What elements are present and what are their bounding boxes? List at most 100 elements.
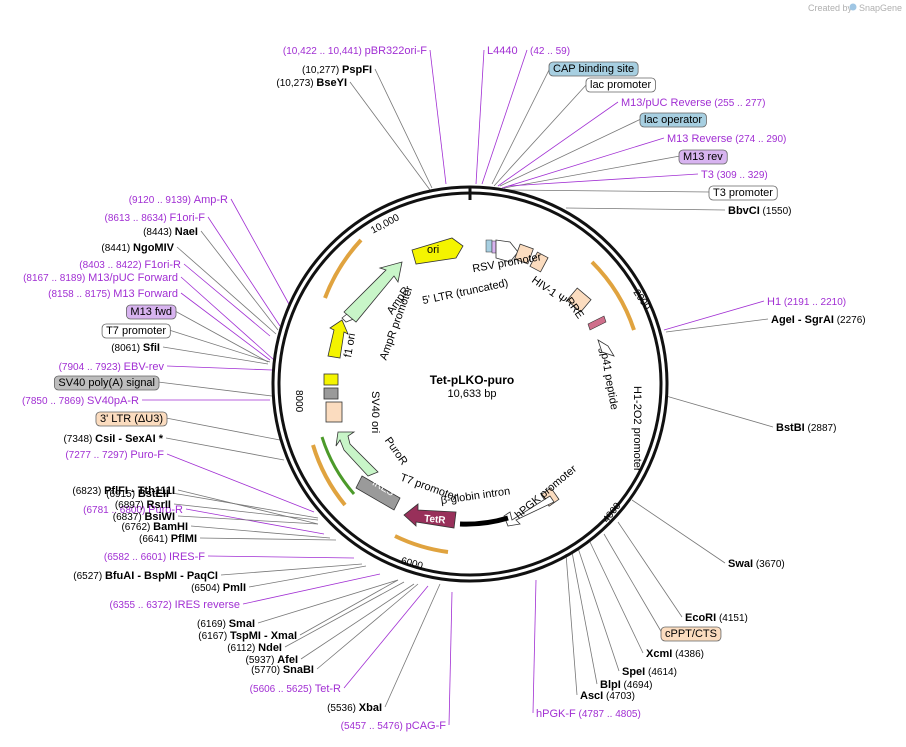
map-label[interactable]: AscI (4703) — [580, 690, 635, 702]
sv40-polya-feature — [323, 387, 339, 400]
feature-arc-3 — [311, 444, 347, 507]
map-label[interactable]: (8158 .. 8175) M13 Forward — [48, 288, 178, 300]
leader-line — [242, 573, 381, 605]
map-label[interactable]: cPPT/CTS — [660, 626, 722, 642]
map-label[interactable]: (8613 .. 8634) F1ori-F — [105, 212, 206, 224]
map-label[interactable]: CAP binding site — [548, 61, 639, 77]
map-label[interactable]: BlpI (4694) — [600, 679, 652, 691]
map-label[interactable]: lac promoter — [585, 77, 656, 93]
feature-box — [678, 149, 728, 165]
map-label[interactable]: (6781 .. 6800) Puro-R — [83, 504, 183, 516]
map-label[interactable]: T3 (309 .. 329) — [701, 169, 768, 181]
map-label[interactable]: (6823) PflFI - Tth111I — [72, 485, 175, 497]
enzyme-label: (6823) PflFI - Tth111I — [72, 485, 175, 497]
map-label[interactable]: (6169) SmaI — [197, 618, 255, 630]
leader-line — [166, 365, 273, 371]
map-label[interactable]: 3' LTR (ΔU3) — [95, 411, 168, 427]
map-label[interactable]: (6837) BsiWI — [113, 511, 175, 523]
enzyme-label: (6527) BfuAI - BspMI - PaqCI — [73, 570, 218, 582]
enzyme-label: (7348) CsiI - SexAI * — [63, 433, 163, 445]
primer-label: (8403 .. 8422) F1ori-R — [79, 259, 181, 271]
enzyme-label: (6169) SmaI — [197, 618, 255, 630]
beta-globin-feature — [459, 515, 509, 527]
map-label[interactable]: (6762) BamHI — [121, 521, 188, 533]
map-label[interactable]: M13 rev — [678, 149, 728, 165]
map-label[interactable]: M13 Reverse (274 .. 290) — [667, 133, 786, 145]
tick-2000: 2000 — [631, 288, 653, 313]
map-label[interactable]: (42 .. 59) — [530, 46, 570, 57]
map-label[interactable]: (5937) AfeI — [246, 654, 298, 666]
ampr-feature — [343, 261, 403, 323]
label-leaders — [142, 49, 774, 726]
map-label[interactable]: XcmI (4386) — [646, 648, 704, 660]
map-label[interactable]: (10,273) BseYI — [276, 77, 347, 89]
map-label[interactable]: lac operator — [639, 112, 707, 128]
map-label[interactable]: H1 (2191 .. 2210) — [767, 296, 846, 308]
leader-line — [180, 276, 275, 361]
map-label[interactable]: L4440 — [487, 45, 518, 57]
leader-line — [507, 189, 711, 193]
leader-line — [448, 591, 453, 726]
brand-logo: SnapGene — [859, 3, 902, 13]
enzyme-label: EcoRI (4151) — [685, 612, 748, 624]
map-label[interactable]: (6355 .. 6372) IRES reverse — [110, 599, 240, 611]
h1-promoter-feature — [597, 339, 615, 357]
feature-box-label: SV40 poly(A) signal — [58, 377, 155, 389]
map-label[interactable]: T7 promoter — [101, 323, 171, 339]
map-label[interactable]: (6641) PflMI — [139, 533, 197, 545]
leader-line — [284, 581, 405, 648]
map-label[interactable]: (7904 .. 7923) EBV-rev — [59, 361, 165, 373]
feature-box-label: CAP binding site — [553, 63, 634, 75]
map-label[interactable]: T3 promoter — [708, 185, 778, 201]
map-label[interactable]: (10,277) PspFI — [302, 64, 372, 76]
leader-line — [631, 499, 726, 564]
leader-line — [177, 515, 319, 525]
map-label[interactable]: (6527) BfuAI - BspMI - PaqCI — [73, 570, 218, 582]
leader-line — [501, 137, 665, 189]
leader-line — [300, 583, 415, 660]
map-label[interactable]: (8167 .. 8189) M13/pUC Forward — [23, 272, 178, 284]
leader-line — [199, 537, 337, 541]
map-label[interactable]: (8443) NaeI — [143, 226, 198, 238]
map-label[interactable]: SV40 poly(A) signal — [53, 375, 160, 391]
map-label[interactable]: (9120 .. 9139) Amp-R — [129, 194, 228, 206]
leader-line — [174, 310, 269, 363]
map-label[interactable]: (8441) NgoMIV — [101, 242, 174, 254]
map-label[interactable]: M13/pUC Reverse (255 .. 277) — [621, 97, 765, 109]
ltr5-feature — [514, 243, 534, 265]
map-label[interactable]: (6504) PmlI — [191, 582, 246, 594]
map-label[interactable]: (7850 .. 7869) SV40pA-R — [22, 395, 139, 407]
map-label[interactable]: (6112) NdeI — [227, 642, 282, 654]
map-label[interactable]: SwaI (3670) — [728, 558, 785, 570]
leader-line — [316, 583, 419, 670]
map-label[interactable]: (6582 .. 6601) IRES-F — [104, 551, 205, 563]
map-label[interactable]: M13 fwd — [126, 304, 177, 320]
puror-feature — [335, 431, 379, 477]
leader-line — [532, 579, 537, 714]
map-label[interactable]: (8403 .. 8422) F1ori-R — [79, 259, 181, 271]
leader-line — [475, 49, 485, 185]
map-label[interactable]: SpeI (4614) — [622, 666, 677, 678]
primer-label: (6582 .. 6601) IRES-F — [104, 551, 205, 563]
map-label[interactable]: (6915) BstEII — [106, 488, 169, 500]
map-label[interactable]: hPGK-F (4787 .. 4805) — [536, 708, 641, 720]
enzyme-label: (6641) PflMI — [139, 533, 197, 545]
map-label[interactable]: (6167) TspMI - XmaI — [198, 630, 297, 642]
map-label[interactable]: BbvCI (1550) — [728, 205, 791, 217]
map-label[interactable]: (7348) CsiI - SexAI * — [63, 433, 163, 445]
map-label[interactable]: (7277 .. 7297) Puro-F — [65, 449, 164, 461]
map-label[interactable]: (5606 .. 5625) Tet-R — [250, 683, 341, 695]
ori-label: ori — [427, 244, 439, 256]
map-label[interactable]: AgeI - SgrAI (2276) — [771, 314, 866, 326]
map-label[interactable]: (5536) XbaI — [327, 702, 382, 714]
leader-line — [349, 81, 431, 191]
map-label[interactable]: (8061) SfiI — [111, 342, 160, 354]
map-label[interactable]: (10,422 .. 10,441) pBR322ori-F — [283, 45, 427, 57]
map-label[interactable]: (5457 .. 5476) pCAG-F — [341, 720, 447, 732]
map-label[interactable]: (5770) SnaBI — [251, 664, 314, 676]
map-label[interactable]: EcoRI (4151) — [685, 612, 748, 624]
backbone-outer-ring — [271, 185, 669, 583]
map-label[interactable]: (6897) RsrII — [115, 499, 171, 511]
map-label[interactable]: BstBI (2887) — [776, 422, 836, 434]
feature-box-label: T7 promoter — [106, 325, 166, 337]
